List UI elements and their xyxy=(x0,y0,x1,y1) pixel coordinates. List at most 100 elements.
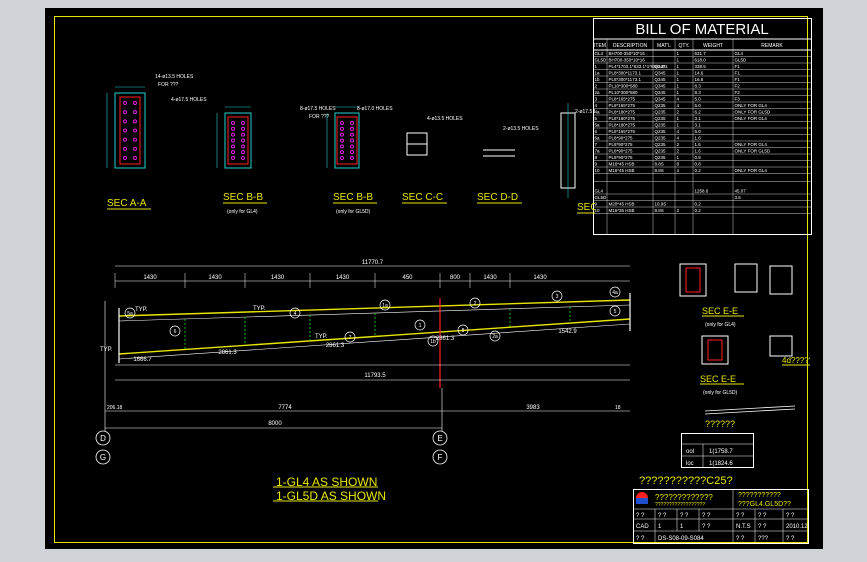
sec-b2-hole xyxy=(340,132,344,137)
bom-border xyxy=(593,18,812,235)
part-tag-label: 1a xyxy=(382,303,388,309)
bom-cell: PL8*180*275 xyxy=(609,110,636,115)
bom-header-3: QTY. xyxy=(678,43,689,49)
sec-b2-hole xyxy=(340,144,344,149)
part-tag-bubble xyxy=(289,307,301,319)
sec-b2-hole xyxy=(350,156,354,160)
title-block-cell: ? ? xyxy=(636,536,645,542)
hole-note: FOR ??? xyxy=(309,114,330,120)
sec-b1-note: (only for GL4) xyxy=(227,209,258,215)
part-tag-bubble xyxy=(427,335,439,347)
bom-cell: 7 xyxy=(595,142,598,147)
drawing-frame xyxy=(54,16,808,543)
part-tag-label: 4 xyxy=(294,311,297,317)
bom-title: BILL OF MATERIAL xyxy=(635,21,768,38)
lower-dim-text: 206.18 xyxy=(107,405,123,411)
part-tag-bubble xyxy=(414,319,426,331)
bom-header-0: ITEM xyxy=(594,43,606,49)
bom-cell: PL8*180*275 xyxy=(609,116,636,121)
bom-cell: PL10*300*580 xyxy=(609,90,639,95)
bom-cell: BH700-350*10*16 xyxy=(609,51,646,56)
typ-label: TYP. xyxy=(253,306,266,312)
bom-cell: PL8*165*275 xyxy=(609,97,636,102)
bom-cell: 14.6 xyxy=(695,71,704,76)
sec-b2-hole xyxy=(350,121,354,125)
title-block-cell: 1 xyxy=(680,524,684,530)
bottom-dim-text: 1542.9 xyxy=(558,329,577,335)
lower-dim-text: 7774 xyxy=(278,405,292,411)
sec-a-hole xyxy=(123,110,127,115)
sec-e1-plate xyxy=(685,267,701,293)
lower-dim-text: 3983 xyxy=(526,405,540,411)
bom-cell: 1a xyxy=(595,71,601,76)
bom-header-5: REMARK xyxy=(761,43,783,49)
bom-total-cell: 10.9S xyxy=(655,202,667,207)
bom-cell: 0.8 xyxy=(695,155,702,160)
grid-bubble xyxy=(432,449,448,465)
segment-dim-text: 450 xyxy=(402,275,413,281)
part-tag-bubble xyxy=(169,325,181,337)
bottom-dim-text: 1666.7 xyxy=(133,357,152,363)
sec-b1-hole xyxy=(231,144,235,149)
sec-a-hole xyxy=(133,137,137,142)
bottom-flange-line xyxy=(118,318,631,355)
bom-cell: Q345 xyxy=(655,71,667,76)
detail-a-outline xyxy=(734,263,758,293)
caption-underline xyxy=(273,486,378,502)
sec-b1-hole xyxy=(241,132,245,137)
grid-bubble-label: E xyxy=(437,434,442,443)
sec-b2-hole xyxy=(340,156,344,160)
sec-a-hole xyxy=(123,146,127,151)
sec-b1-hole xyxy=(241,121,245,125)
title-block-cell: N.T.S xyxy=(736,524,751,530)
grid-bubble xyxy=(95,430,111,446)
title-block-cell: ??? xyxy=(758,536,769,542)
grid-bubble-label: G xyxy=(100,453,106,462)
bom-cell: GL5D xyxy=(595,58,608,63)
hole-note: 4-ø17.5 HOLES xyxy=(171,97,207,103)
sec-a-hole xyxy=(123,128,127,133)
bom-cell: 2 xyxy=(677,110,680,115)
bom-cell: Q345 xyxy=(655,64,667,69)
hole-note: 8-ø17.5 HOLES xyxy=(300,106,336,112)
bom-cell: ONLY FOR GL4 xyxy=(735,168,768,173)
sec-a-hole xyxy=(133,110,137,115)
grid-bubble xyxy=(95,449,111,465)
segment-dim-text: 1430 xyxy=(336,275,350,281)
title-block-cell: ? ? xyxy=(758,513,767,519)
part-tag-bubble xyxy=(344,331,356,343)
title-block-cell: ? ? xyxy=(636,513,645,519)
bom-cell: PL8*165*275 xyxy=(609,103,636,108)
segment-dim-text: 1430 xyxy=(208,275,222,281)
typ-label: TYP. xyxy=(315,334,328,340)
segment-dim-text: 1430 xyxy=(143,275,157,281)
bom-cell: Q235 xyxy=(655,110,667,115)
bom-cell: PL8*90*275 xyxy=(609,142,634,147)
detail-c-outline xyxy=(769,335,793,357)
bom-cell: 3.1 xyxy=(695,123,702,128)
bom-cell: GL4 xyxy=(735,51,744,56)
bom-cell: 1 xyxy=(677,155,680,160)
sec-b2-plate xyxy=(336,116,358,165)
sec-f-label: SEC F-F xyxy=(577,202,595,213)
bom-cell: PL8*300*1173.1 xyxy=(609,71,642,76)
typ-label: TYP. xyxy=(135,307,148,313)
part-tag-label: 3 xyxy=(556,294,559,300)
end-details: SEC E-E(only for GL4)4d?????SEC E-E(only… xyxy=(679,263,810,415)
title-block-cell: ? ? xyxy=(702,524,711,530)
part-tag-label: 7 xyxy=(349,335,352,341)
sec-b2-hole xyxy=(340,150,344,155)
bom-cell: Q345 xyxy=(655,84,667,89)
sec-b1-hole xyxy=(231,138,235,143)
sec-a-hole xyxy=(123,119,127,124)
top-flange-inner xyxy=(118,304,631,322)
bom-cell: PL10*300*580 xyxy=(609,84,639,89)
hole-note: 4-ø13.5 HOLES xyxy=(427,116,463,122)
sec-b2-hole xyxy=(350,132,354,137)
bom-cell: F2 xyxy=(735,90,741,95)
sec-a-hole xyxy=(133,119,137,124)
bom-cell: 3 xyxy=(595,97,598,102)
sec-b1-label: SEC B-B xyxy=(223,192,263,203)
title-block-project-sub: ???GL4.GL5D?? xyxy=(738,501,791,508)
bom-cell: BH700-350*10*16 xyxy=(609,58,646,63)
